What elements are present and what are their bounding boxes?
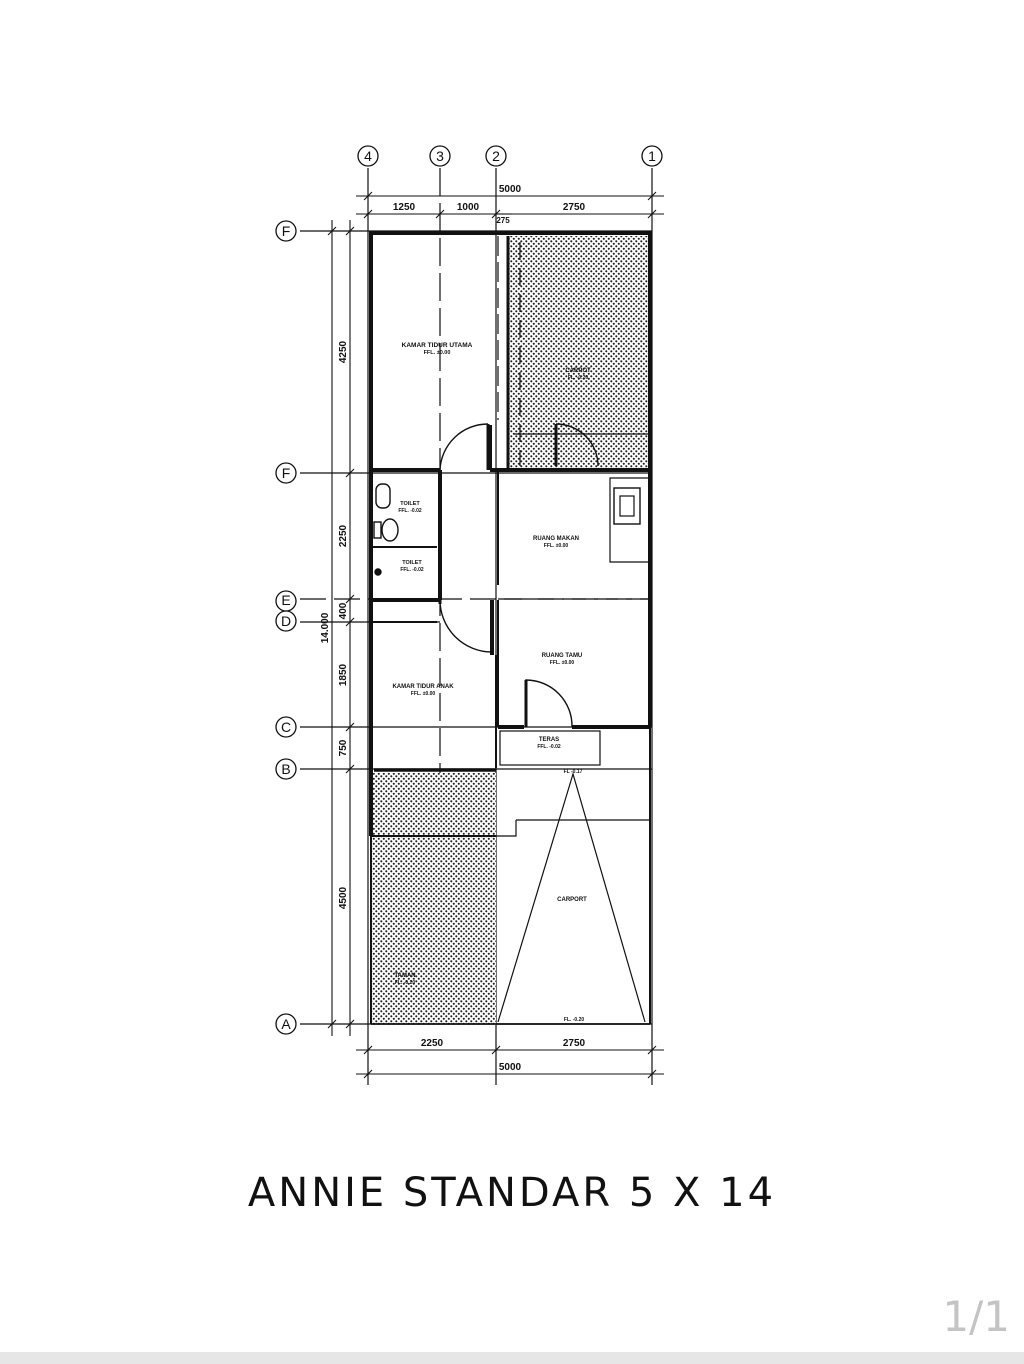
top-dim-seg-3: 2750 (563, 202, 586, 213)
row-bubble-C (275, 716, 297, 738)
left-dim-seg-6: 4500 (338, 886, 349, 909)
room-name-garden: TAMAN (394, 973, 415, 979)
row-bubble-D (275, 610, 297, 632)
top-dim-total: 5000 (499, 184, 522, 195)
room-level-carport: FL. -0.20 (564, 1017, 585, 1023)
left-dimension-lines (327, 220, 355, 1036)
room-level-carpot-top: FL. -0.20 (568, 375, 589, 381)
hatched-areas (371, 236, 649, 1025)
room-level-kamar-anak: FFL. ±0.00 (411, 691, 436, 697)
column-label-3: 3 (436, 148, 444, 164)
shower-drain-icon (374, 568, 382, 576)
column-bubble-3 (429, 145, 451, 167)
left-dim-seg-2: 2250 (338, 524, 349, 547)
column-bubble-1 (641, 145, 663, 167)
room-level-ruang-makan: FFL. ±0.00 (544, 543, 569, 549)
room-name-teras: TERAS (539, 737, 559, 743)
column-bubble-2 (485, 145, 507, 167)
left-dim-seg-3: 400 (338, 602, 349, 619)
toilet-fixtures (373, 483, 399, 576)
top-dim-small: 275 (496, 216, 510, 225)
row-bubble-F-top (275, 220, 297, 242)
room-name-toilet-1: TOILET (400, 501, 420, 507)
plan-title: ANNIE STANDAR 5 X 14 (247, 1170, 777, 1216)
column-label-2: 2 (492, 148, 500, 164)
row-label-A: A (281, 1016, 291, 1032)
bottom-dim-seg-2: 2750 (563, 1038, 586, 1049)
column-bubble-4 (357, 145, 379, 167)
bottom-dim-seg-1: 2250 (421, 1038, 444, 1049)
room-name-carport: CARPORT (557, 897, 587, 903)
hatch-carpot-top (508, 236, 649, 470)
room-level-garden: FL. -0.20 (395, 980, 416, 986)
room-level-ruang-tamu: FFL. ±0.00 (550, 660, 575, 666)
room-level-kamar-utama: FFL. ±0.00 (424, 350, 451, 356)
toilet-tank-icon (373, 521, 382, 539)
room-level-toilet-2: FFL. -0.02 (400, 567, 424, 573)
page-indicator: 1/1 (942, 1292, 1010, 1341)
row-bubbles (275, 220, 297, 1035)
bottom-dim-total: 5000 (499, 1062, 522, 1073)
row-bubble-F-mid (275, 462, 297, 484)
room-name-ruang-tamu: RUANG TAMU (542, 653, 583, 659)
hatch-garden-front (371, 773, 496, 1025)
room-name-kamar-anak: KAMAR TIDUR ANAK (392, 684, 454, 690)
washbasin-icon (375, 483, 391, 509)
row-label-E: E (281, 592, 290, 608)
left-dim-total: 14.000 (320, 612, 331, 643)
column-label-4: 4 (364, 148, 372, 164)
column-label-1: 1 (648, 148, 656, 164)
carport-triangle (497, 771, 646, 1023)
column-bubbles (357, 145, 663, 167)
top-dim-seg-1: 1250 (393, 202, 416, 213)
room-name-toilet-2: TOILET (402, 560, 422, 566)
row-bubble-B (275, 758, 297, 780)
teras-step-level: FL -0.17 (564, 769, 583, 775)
left-dim-seg-1: 4250 (338, 340, 349, 363)
toilet-bowl-icon (381, 518, 399, 542)
row-label-B: B (281, 761, 290, 777)
row-bubble-A (275, 1013, 297, 1035)
bottom-dimension-lines (356, 1045, 664, 1079)
room-level-toilet-1: FFL. -0.02 (398, 508, 422, 514)
room-level-teras: FFL. -0.02 (537, 744, 561, 750)
row-label-C: C (281, 719, 291, 735)
row-label-D: D (281, 613, 291, 629)
row-label-F-top: F (282, 223, 291, 239)
left-dim-seg-4: 1850 (338, 663, 349, 686)
room-name-carpot-top: CARPOT (565, 368, 591, 374)
top-dim-seg-2: 1000 (457, 202, 480, 213)
top-dimension-lines (356, 191, 664, 219)
row-label-F-mid: F (282, 465, 291, 481)
viewer-bottom-bar (0, 1352, 1024, 1364)
doors (438, 423, 599, 728)
room-name-ruang-makan: RUANG MAKAN (533, 536, 579, 542)
room-name-kamar-utama: KAMAR TIDUR UTAMA (402, 342, 473, 349)
walls (369, 231, 652, 1025)
left-dim-seg-5: 750 (338, 739, 349, 756)
